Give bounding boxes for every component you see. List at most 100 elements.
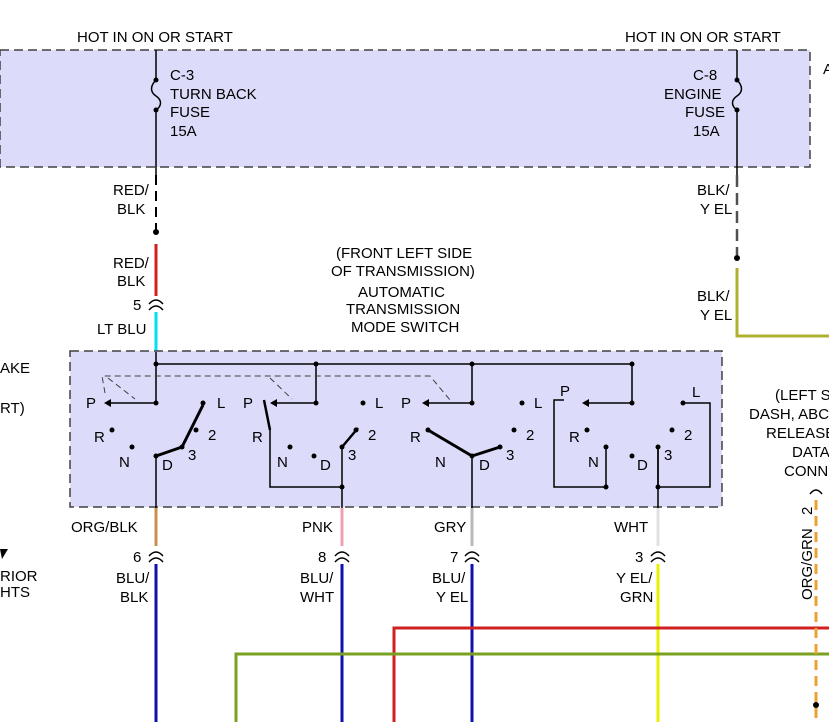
fuse-left-rating: 15A bbox=[170, 123, 197, 140]
red-blk-label-3: RED/ bbox=[113, 255, 150, 272]
pin-number-2: 2 bbox=[799, 507, 816, 515]
contact bbox=[287, 444, 293, 450]
switch-blade bbox=[427, 428, 473, 458]
fuse-right-line2: FUSE bbox=[685, 104, 725, 121]
fuse-right-rating: 15A bbox=[693, 123, 720, 140]
switch-section-1: P L R N D 3 2 bbox=[86, 395, 225, 510]
switch-blade bbox=[262, 399, 272, 431]
red-wire-bottom bbox=[392, 626, 829, 722]
red-blk-label-2: BLK bbox=[117, 201, 145, 218]
splice-dot bbox=[603, 484, 609, 490]
splice-dot bbox=[734, 255, 740, 261]
fuse-box-edge-letter: A bbox=[823, 61, 829, 78]
org-grn-label: ORG/GRN bbox=[799, 528, 816, 600]
blu-yel-label-2: Y EL bbox=[436, 589, 468, 606]
connector-symbol bbox=[334, 551, 350, 563]
cutoff-left-text-4: HTS bbox=[0, 584, 30, 601]
switch-blade bbox=[553, 399, 607, 488]
yel-grn-label-2: GRN bbox=[620, 589, 653, 606]
blk-yel-label-1: BLK/ bbox=[697, 182, 730, 199]
mode-switch-box bbox=[69, 350, 723, 508]
connector-symbol bbox=[148, 551, 164, 563]
contact bbox=[193, 427, 199, 433]
switch-name-1: AUTOMATIC bbox=[358, 284, 445, 301]
arrow-head bbox=[422, 399, 429, 407]
fuse-left-line2: FUSE bbox=[170, 104, 210, 121]
cutoff-left-text-2: RT) bbox=[0, 400, 25, 417]
position-r: R bbox=[410, 429, 421, 446]
contact bbox=[669, 427, 675, 433]
fuse-left-icon bbox=[150, 79, 162, 111]
cutoff-right-text-2: DASH, ABC bbox=[749, 406, 829, 423]
pin-number-3: 3 bbox=[635, 549, 643, 566]
wht-label: WHT bbox=[614, 519, 648, 536]
position-2: 2 bbox=[684, 427, 692, 444]
blu-blk-label-2: BLK bbox=[120, 589, 148, 606]
switch-section-3: P L R N D 3 2 bbox=[401, 395, 542, 510]
fuse-right-icon bbox=[731, 79, 743, 111]
mechanical-linkage bbox=[107, 377, 136, 400]
blu-yel-label-1: BLU/ bbox=[432, 570, 466, 587]
cutoff-right-text-3: RELEASE bbox=[766, 425, 829, 442]
contact bbox=[129, 444, 135, 450]
olive-wire-bottom bbox=[234, 652, 829, 722]
contact bbox=[469, 400, 475, 406]
pin-number-8: 8 bbox=[318, 549, 326, 566]
switch-section-4: P L R N D 3 2 bbox=[553, 383, 711, 510]
contact bbox=[313, 400, 319, 406]
contact bbox=[311, 453, 317, 459]
splice-dot bbox=[655, 484, 661, 490]
fuse-right-line1: ENGINE bbox=[664, 86, 722, 103]
warning-triangle-icon bbox=[0, 549, 8, 559]
hot-label-left: HOT IN ON OR START bbox=[77, 29, 233, 46]
fuse-left-line1: TURN BACK bbox=[170, 86, 257, 103]
position-2: 2 bbox=[526, 427, 534, 444]
pin-number-7: 7 bbox=[450, 549, 458, 566]
position-d: D bbox=[637, 457, 648, 474]
position-l: L bbox=[692, 384, 700, 401]
hot-label-right: HOT IN ON OR START bbox=[625, 29, 781, 46]
pnk-label: PNK bbox=[302, 519, 333, 536]
position-3: 3 bbox=[506, 447, 514, 464]
switch-section-2: P L R N D 3 2 bbox=[243, 395, 383, 510]
contact bbox=[200, 400, 206, 406]
position-p: P bbox=[560, 383, 570, 400]
contact bbox=[584, 427, 590, 433]
position-n: N bbox=[277, 454, 288, 471]
switch-location-1: (FRONT LEFT SIDE bbox=[336, 245, 472, 262]
switch-blade bbox=[155, 445, 183, 458]
red-blk-label-1: RED/ bbox=[113, 182, 150, 199]
position-d: D bbox=[162, 457, 173, 474]
lt-blu-label: LT BLU bbox=[97, 321, 146, 338]
gry-label: GRY bbox=[434, 519, 466, 536]
output-wire bbox=[269, 430, 342, 488]
yel-grn-label-1: Y EL/ bbox=[616, 570, 653, 587]
cutoff-left-text-1: AKE bbox=[0, 360, 30, 377]
position-p: P bbox=[243, 395, 253, 412]
switch-name-2: TRANSMISSION bbox=[346, 301, 460, 318]
connector-symbol bbox=[464, 551, 480, 563]
blk-yel-label-4: Y EL bbox=[700, 307, 732, 324]
fuse-left-id: C-3 bbox=[170, 67, 194, 84]
position-r: R bbox=[252, 429, 263, 446]
position-3: 3 bbox=[348, 447, 356, 464]
cutoff-right-text-5: CONNI bbox=[784, 463, 829, 480]
position-d: D bbox=[320, 457, 331, 474]
mechanical-linkage bbox=[101, 375, 451, 401]
blk-yel-wire bbox=[735, 268, 829, 338]
fuse-box bbox=[0, 49, 811, 168]
contact bbox=[519, 400, 525, 406]
blu-wht-label-2: WHT bbox=[300, 589, 334, 606]
contact bbox=[153, 400, 159, 406]
contact bbox=[629, 400, 635, 406]
red-blk-label-4: BLK bbox=[117, 273, 145, 290]
switch-name-3: MODE SWITCH bbox=[351, 319, 459, 336]
position-l: L bbox=[375, 395, 383, 412]
position-r: R bbox=[569, 429, 580, 446]
cutoff-left-text-3: RIOR bbox=[0, 568, 38, 585]
arrow-head bbox=[582, 399, 589, 407]
connector-symbol bbox=[650, 551, 666, 563]
contact bbox=[109, 427, 115, 433]
switch-blade bbox=[341, 427, 359, 448]
